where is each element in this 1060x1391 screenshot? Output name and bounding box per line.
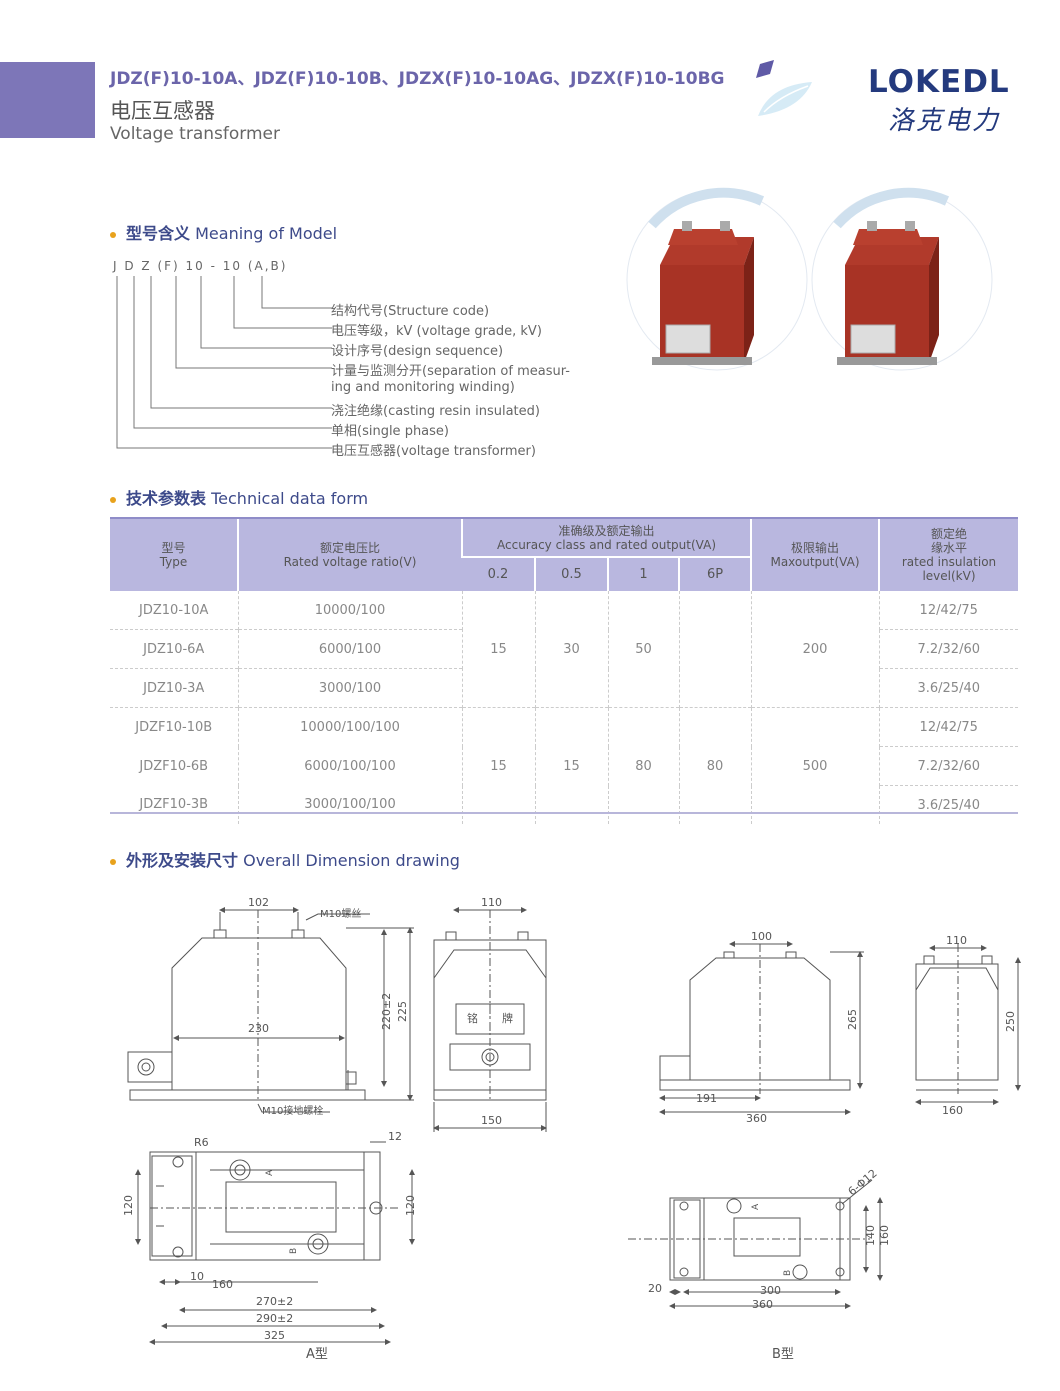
- dim-label: 10: [190, 1270, 204, 1283]
- section-title-model-meaning: 型号含义 Meaning of Model: [110, 220, 337, 244]
- bullet-icon: [110, 858, 116, 865]
- dim-label: R6: [194, 1136, 209, 1149]
- dim-label: 360: [746, 1112, 767, 1125]
- table-row: JDZ10-10A 10000/100 15 30 50 200 12/42/7…: [110, 591, 1018, 708]
- terminal-mark: A: [751, 1203, 761, 1210]
- section-title-dimension: 外形及安装尺寸 Overall Dimension drawing: [110, 847, 460, 871]
- dim-label: 12: [388, 1130, 402, 1143]
- dim-label: 6-Φ12: [846, 1167, 880, 1199]
- bullet-icon: [110, 496, 116, 503]
- model-item: 结构代号(Structure code): [331, 304, 490, 319]
- page-title-cn: 电压互感器: [110, 99, 215, 123]
- model-item: 单相(single phase): [331, 424, 449, 439]
- model-item: ing and monitoring winding): [331, 380, 515, 395]
- table-row: JDZF10-3B 3000/100/100 3.6/25/40: [110, 785, 1018, 824]
- dim-label: 230: [248, 1022, 269, 1035]
- dim-label: 290±2: [256, 1312, 293, 1325]
- nameplate-label: 铭: [467, 1011, 478, 1025]
- dim-label: 20: [648, 1282, 662, 1295]
- table-row: JDZ10-3A 3000/100 3.6/25/40: [110, 668, 1018, 708]
- dim-label: 360: [752, 1298, 773, 1311]
- model-item: 设计序号(design sequence): [331, 344, 504, 359]
- product-photos: [626, 187, 993, 371]
- terminal-mark: A: [265, 1169, 275, 1176]
- dim-label: 110: [946, 934, 967, 947]
- model-item: 浇注绝缘(casting resin insulated): [331, 404, 540, 419]
- table-bottom-rule: [110, 812, 1018, 814]
- dim-label: M10接地螺栓: [262, 1104, 323, 1117]
- header-class-0.5: 0.5: [534, 556, 608, 591]
- nameplate-label: 牌: [502, 1011, 513, 1025]
- dim-label: 220±2: [380, 993, 393, 1030]
- terminal-mark: B: [783, 1270, 793, 1276]
- brand-logo: LOKEDL: [868, 64, 1010, 100]
- leaf-decoration-icon: [756, 60, 812, 116]
- brand-logo-cn: 洛克电力: [888, 106, 1001, 136]
- drawing-a-side: [433, 907, 547, 1132]
- drawing-b-plan: [628, 1179, 883, 1309]
- dim-label: 110: [481, 896, 502, 909]
- dim-label: 160: [212, 1278, 233, 1291]
- model-item: 计量与监测分开(separation of measur-: [331, 364, 570, 379]
- drawing-a-front: [127, 907, 414, 1113]
- header-class-1: 1: [607, 556, 679, 591]
- section-title-tech-data: 技术参数表 Technical data form: [110, 485, 368, 509]
- dim-label: 325: [264, 1329, 285, 1342]
- terminal-mark: B: [289, 1248, 299, 1254]
- model-item: 电压互感器(voltage transformer): [331, 444, 536, 459]
- drawing-label-b: B型: [772, 1347, 794, 1362]
- drawing-b-side: [915, 944, 1021, 1105]
- dim-label: 300: [760, 1284, 781, 1297]
- dim-label: 120: [122, 1195, 135, 1216]
- table-row: JDZ10-6A 6000/100 7.2/32/60: [110, 629, 1018, 669]
- dim-label: 160: [942, 1104, 963, 1117]
- dimension-drawings: 102 M10螺丝 230 220±2 225 M10接地螺栓 110 铭 牌 …: [122, 896, 1021, 1362]
- dim-label: 250: [1004, 1011, 1017, 1032]
- drawing-a-plan: [135, 1141, 415, 1345]
- table-top-rule: [110, 517, 1018, 520]
- dim-label: 102: [248, 896, 269, 909]
- dim-label: 270±2: [256, 1295, 293, 1308]
- dim-label: M10螺丝: [320, 908, 361, 920]
- dim-label: 120: [404, 1195, 417, 1216]
- dim-label: 191: [696, 1092, 717, 1105]
- drawing-label-a: A型: [306, 1347, 328, 1362]
- model-item: 电压等级，kV (voltage grade, kV): [331, 324, 542, 339]
- dim-label: 160: [878, 1225, 891, 1246]
- table-row: JDZF10-6B 6000/100/100 7.2/32/60: [110, 746, 1018, 786]
- header-accent-block: [0, 62, 95, 138]
- dim-label: 265: [846, 1009, 859, 1030]
- dim-label: 100: [751, 930, 772, 943]
- product-photo-right: [811, 187, 993, 371]
- dim-label: 150: [481, 1114, 502, 1127]
- table-row: JDZF10-10B 10000/100/100 15 15 80 80 500…: [110, 707, 1018, 824]
- header-class-0.2: 0.2: [462, 556, 535, 591]
- model-meaning-leader-lines: [116, 276, 332, 449]
- product-photo-left: [626, 187, 808, 371]
- dim-label: 225: [396, 1001, 409, 1022]
- header-class-6p: 6P: [678, 556, 751, 591]
- dim-label: 140: [864, 1225, 877, 1246]
- model-code: J D Z (F) 10 - 10 (A,B): [113, 259, 288, 273]
- model-list-heading: JDZ(F)10-10A、JDZ(F)10-10B、JDZX(F)10-10AG…: [110, 69, 725, 89]
- drawing-b-front: [659, 941, 864, 1115]
- page-title-en: Voltage transformer: [110, 124, 280, 144]
- bullet-icon: [110, 231, 116, 238]
